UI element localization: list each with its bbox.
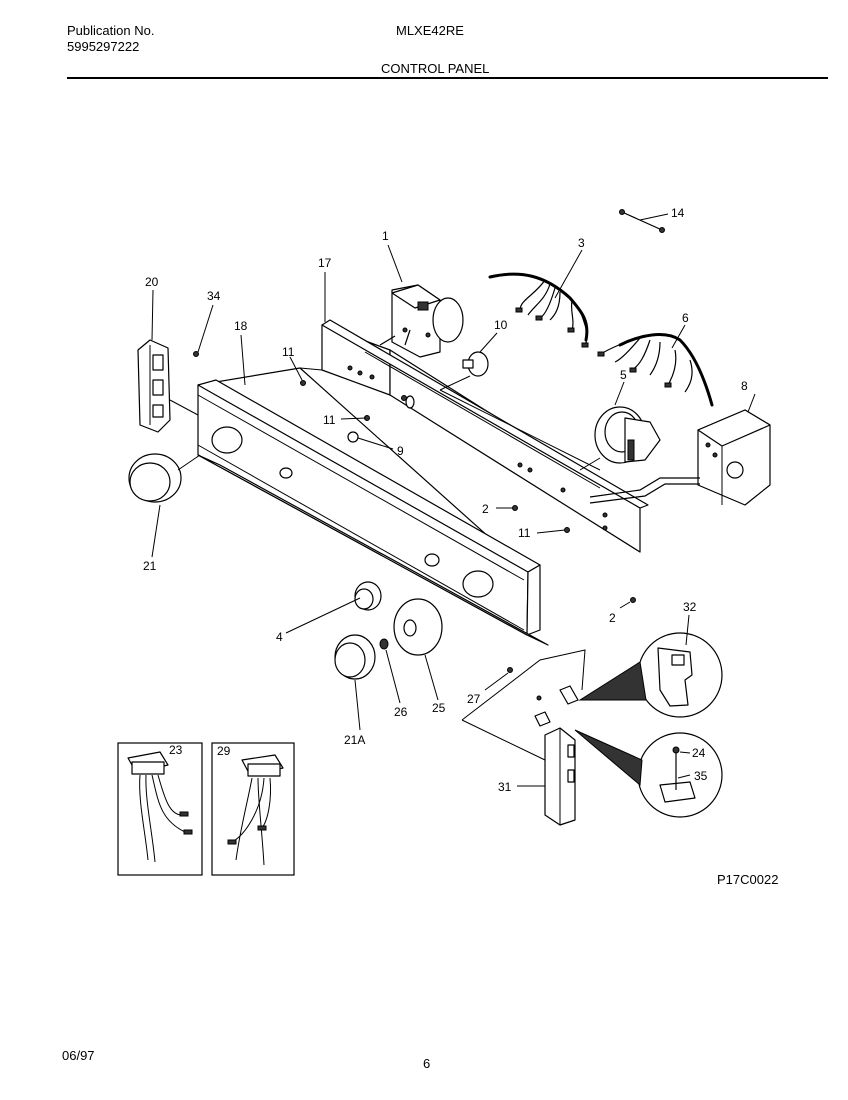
callout-14: 14: [671, 206, 685, 220]
callout-20: 20: [145, 275, 159, 289]
harness-box-part-23: [117, 742, 203, 876]
callout-31: 31: [498, 780, 512, 794]
callout-3: 3: [578, 236, 585, 250]
detail-view-part-32: [578, 632, 723, 718]
knob-part-21A: [334, 634, 376, 680]
callout-11: 11: [323, 413, 336, 427]
callout-23: 23: [169, 743, 183, 757]
section-title: CONTROL PANEL: [381, 61, 490, 76]
callout-32: 32: [683, 600, 697, 614]
callout-34: 34: [207, 289, 221, 303]
timer-part-1: [379, 284, 464, 358]
screws: [300, 380, 636, 701]
knob-part-4: [354, 581, 382, 611]
footer-date: 06/97: [62, 1048, 95, 1063]
callout-26: 26: [394, 705, 408, 719]
wire-harness-part-3: [488, 272, 589, 348]
model-number: MLXE42RE: [396, 23, 464, 38]
bracket-part-31: [461, 649, 586, 826]
detail-view-part-35: [574, 729, 723, 818]
publication-label: Publication No.: [67, 23, 155, 38]
callout-6: 6: [682, 311, 689, 325]
pressure-switch-part-5: [579, 406, 661, 471]
dial-part-25: [393, 598, 443, 656]
bracket-part-17: [299, 319, 649, 553]
page-number: 6: [423, 1056, 431, 1071]
callout-8: 8: [741, 379, 748, 393]
callout-27: 27: [467, 692, 481, 706]
wire-harness-part-6: [597, 333, 714, 407]
callout-5: 5: [620, 368, 627, 382]
callout-11: 11: [518, 526, 531, 540]
callout-35: 35: [694, 769, 708, 783]
leader-lines: [151, 213, 756, 787]
callout-2: 2: [482, 502, 489, 516]
callout-21A: 21A: [344, 733, 365, 747]
callout-24: 24: [692, 746, 706, 760]
callout-9: 9: [397, 444, 404, 458]
callout-25: 25: [432, 701, 446, 715]
callout-21: 21: [143, 559, 157, 573]
figure-code: P17C0022: [717, 872, 779, 887]
jumper-part-14: [619, 209, 665, 233]
publication-number: 5995297222: [67, 39, 140, 54]
clip-part-26: [379, 638, 389, 650]
callout-29: 29: [217, 744, 231, 758]
harness-box-part-29: [211, 742, 295, 876]
callout-11: 11: [282, 345, 295, 359]
callout-labels: 1 2 2 3 4 5 6 8 9 10 11 11 11 14 17 18 2…: [143, 206, 748, 794]
bracket-part-20: [137, 339, 199, 433]
shaft-part-10: [439, 351, 489, 391]
callout-17: 17: [318, 256, 332, 270]
knob-part-21: [128, 453, 201, 503]
control-panel-part-18: [197, 367, 549, 646]
callout-10: 10: [494, 318, 508, 332]
callout-18: 18: [234, 319, 248, 333]
callout-2: 2: [609, 611, 616, 625]
callout-1: 1: [382, 229, 389, 243]
header-rule: [67, 77, 828, 79]
switch-part-8: [589, 409, 771, 506]
callout-4: 4: [276, 630, 283, 644]
